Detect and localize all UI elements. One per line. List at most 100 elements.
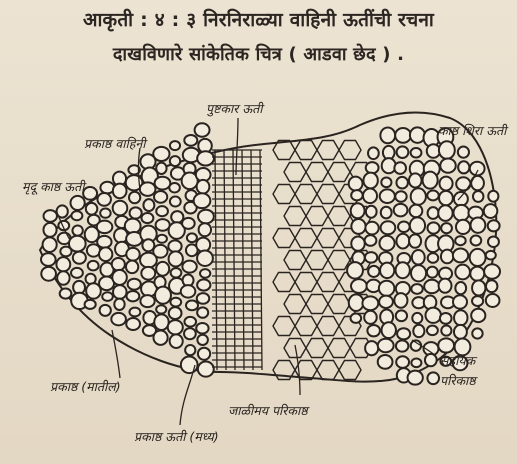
- fibre-cell: [187, 233, 197, 242]
- xylem-cell: [486, 280, 497, 292]
- xylem-cell: [379, 296, 393, 308]
- fibre-cell: [196, 323, 208, 334]
- xylem-cell: [397, 146, 409, 158]
- fibre-cell: [100, 209, 110, 218]
- fibre-cell: [170, 334, 183, 348]
- fibre-cell: [153, 330, 167, 344]
- xylem-cell: [472, 296, 483, 306]
- xylem-cell: [458, 147, 469, 158]
- reticulate-cell: [295, 185, 317, 204]
- fibre-cell: [112, 258, 125, 271]
- fibre-cell: [197, 293, 210, 304]
- xylem-cell: [380, 263, 394, 278]
- fibre-cell: [126, 318, 140, 330]
- xylem-cell: [380, 127, 395, 143]
- fibre-cell: [170, 156, 180, 166]
- xylem-cell: [413, 325, 424, 337]
- reticulate-cell: [317, 229, 339, 248]
- xylem-cell: [367, 325, 380, 336]
- fibre-cell: [184, 317, 196, 327]
- xylem-cell: [409, 234, 421, 247]
- xylem-cell: [379, 236, 394, 251]
- xylem-cell: [347, 262, 363, 279]
- reticulate-cell: [306, 163, 328, 182]
- cambium-column: [260, 150, 262, 370]
- label-fibre-xylem: मृदू काष्ठ ऊती: [22, 178, 92, 196]
- fibre-cell: [71, 211, 82, 220]
- fibre-cell: [197, 180, 210, 194]
- xylem-cells-group: [347, 127, 500, 384]
- xylem-cell: [396, 234, 409, 249]
- fibre-cell: [198, 362, 214, 377]
- fibre-cell: [155, 177, 171, 190]
- fibre-cell: [99, 247, 112, 261]
- xylem-cell: [412, 250, 425, 265]
- fibre-cell: [157, 235, 167, 243]
- label-phloem-outer: प्रकाष्ठ (मातील): [50, 378, 121, 395]
- xylem-cell: [439, 279, 452, 293]
- xylem-cell: [441, 250, 453, 264]
- reticulate-cell: [306, 207, 328, 226]
- fibre-cell: [197, 279, 210, 290]
- fibre-cell: [126, 248, 139, 261]
- fibre-cell: [197, 335, 207, 345]
- reticulate-cell: [328, 207, 350, 226]
- xylem-cell: [351, 219, 365, 234]
- label-xylem-fibres: काष्ठ शिरा ऊती: [438, 122, 508, 140]
- xylem-cell: [440, 313, 452, 324]
- xylem-cell: [396, 356, 409, 368]
- fibre-cell: [113, 201, 128, 216]
- fibre-cell: [60, 289, 72, 299]
- reticulate-cell: [317, 185, 339, 204]
- xylem-cell: [381, 177, 391, 187]
- xylem-cell: [440, 177, 453, 191]
- reticulate-cell: [273, 229, 295, 248]
- fibre-cell: [169, 251, 183, 266]
- xylem-cell: [396, 310, 407, 321]
- fibre-cell: [140, 295, 154, 307]
- xylem-cell: [380, 189, 395, 203]
- xylem-cell: [368, 266, 379, 277]
- xylem-cell: [379, 281, 395, 296]
- xylem-cell: [470, 249, 486, 266]
- xylem-cell: [365, 341, 378, 355]
- fibre-cell: [69, 236, 86, 252]
- reticulate-cell: [295, 141, 317, 160]
- reticulate-cell: [306, 295, 328, 314]
- fibre-cell: [129, 192, 140, 204]
- xylem-cell: [411, 188, 426, 205]
- fibre-cell: [181, 285, 196, 297]
- xylem-cell: [363, 189, 377, 204]
- xylem-cell: [454, 325, 467, 339]
- reticulate-cell: [306, 251, 328, 270]
- xylem-cell: [410, 217, 425, 233]
- xylem-cell: [456, 177, 470, 190]
- cambium-column: [215, 150, 217, 370]
- reticulate-cell: [284, 295, 306, 314]
- fibre-cell: [126, 261, 138, 274]
- pointer-phloem-outer: [112, 330, 120, 378]
- fibre-cells-group: [41, 123, 214, 376]
- fibre-cell: [155, 287, 171, 304]
- xylem-cell: [439, 141, 455, 159]
- xylem-cell: [424, 280, 439, 293]
- xylem-cell: [456, 220, 470, 234]
- xylem-cell: [394, 162, 406, 174]
- xylem-cell: [453, 205, 469, 221]
- xylem-cell: [381, 207, 392, 219]
- reticulate-cell: [284, 207, 306, 226]
- fibre-cell: [170, 141, 180, 150]
- xylem-cell: [411, 284, 422, 294]
- reticulate-cell: [295, 273, 317, 292]
- label-companion-2: परिकाष्ठ: [440, 372, 476, 389]
- xylem-cell: [411, 265, 426, 281]
- label-phloem-middle: प्रकाष्ठ ऊती (मध्य): [134, 428, 219, 445]
- fibre-cell: [184, 135, 197, 146]
- reticulate-cell: [273, 317, 295, 336]
- xylem-cell: [394, 293, 407, 308]
- fibre-cell: [195, 123, 210, 136]
- fibre-cell: [154, 314, 168, 330]
- fibre-cell: [141, 213, 153, 223]
- xylem-cell: [488, 236, 499, 247]
- fibre-cell: [170, 197, 181, 207]
